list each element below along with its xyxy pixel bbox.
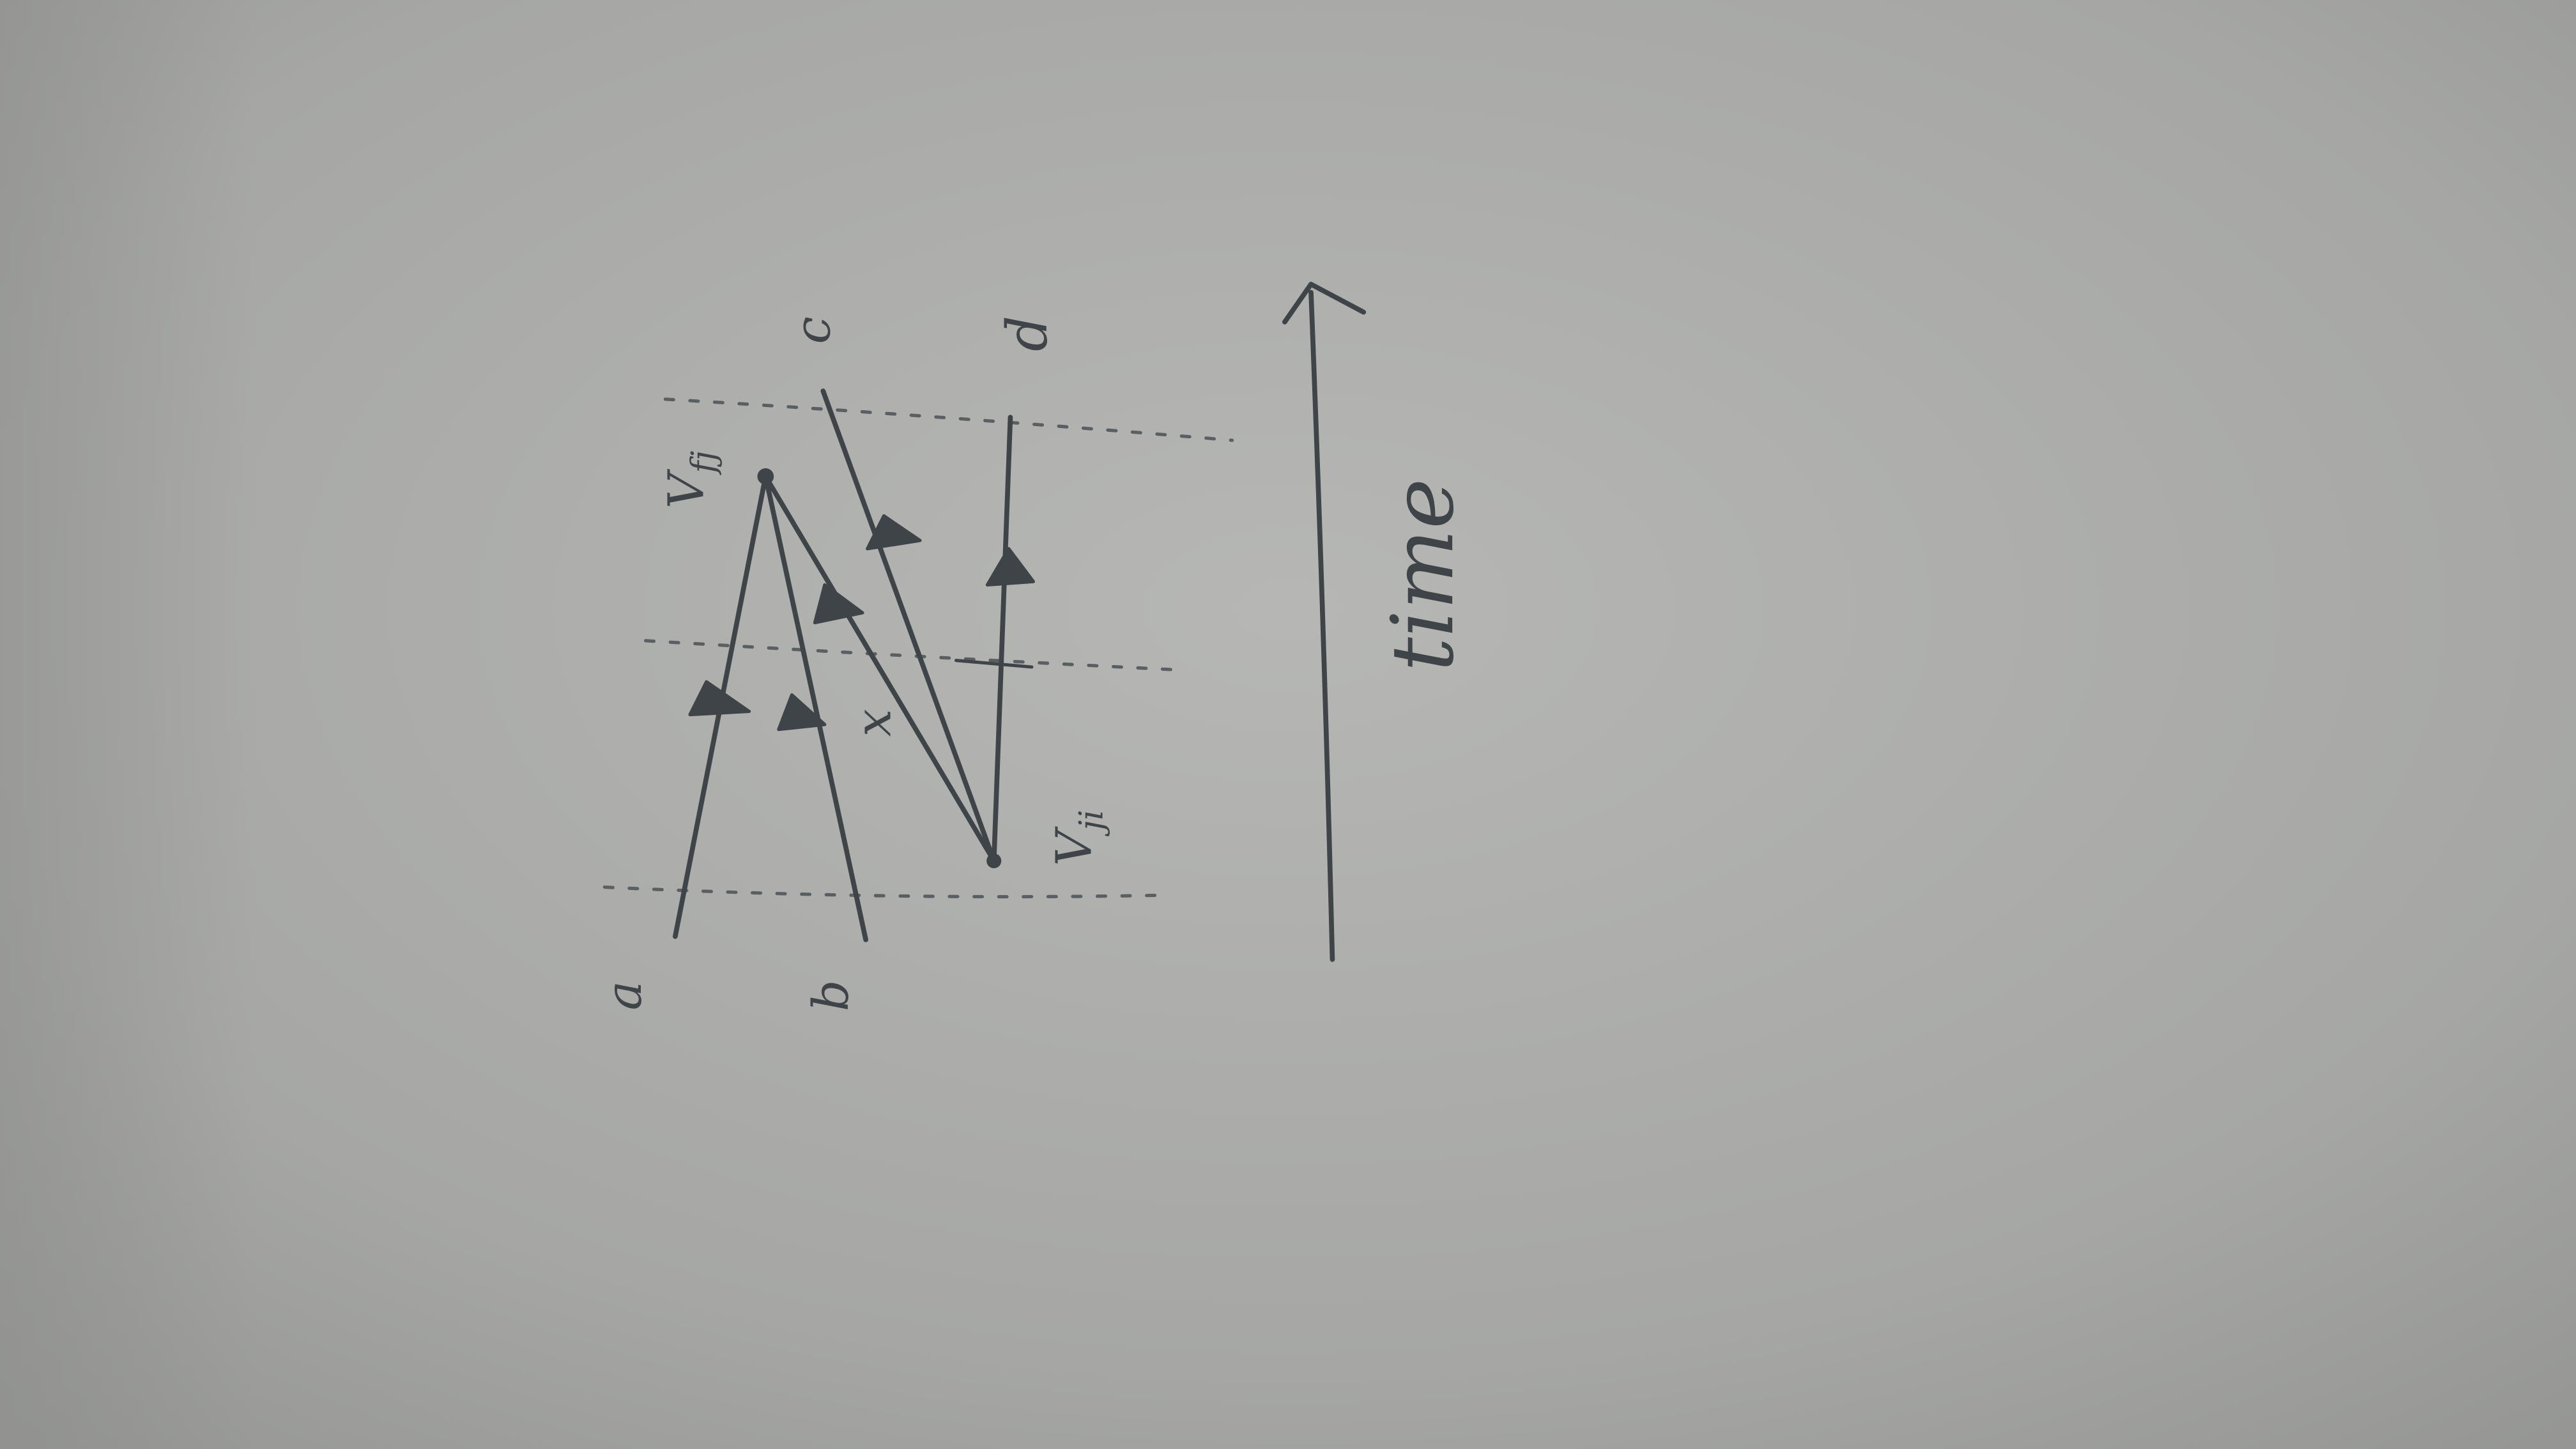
time-axis: [1282, 282, 1367, 962]
line-internal-x: [763, 473, 997, 864]
internal-line-label-text: x: [845, 709, 903, 737]
line-label-c: c: [785, 316, 842, 344]
arrowheads: [688, 514, 1036, 732]
line-label-d-text: d: [995, 316, 1060, 351]
arrow-on-a: [688, 680, 751, 717]
vertex-label-top-subscript: fj: [685, 450, 723, 475]
arrow-on-b: [777, 693, 827, 732]
stray-stroke: [954, 659, 1034, 669]
time-axis-label: time: [1373, 479, 1473, 671]
line-b: [763, 473, 869, 942]
line-c: [820, 388, 997, 864]
line-label-d: d: [995, 316, 1060, 351]
vertex-bottom-dot: [986, 853, 1002, 868]
time-axis-line: [1308, 289, 1335, 962]
line-label-a-text: a: [595, 981, 653, 1010]
vertex-label-top-text: Vfj: [658, 450, 723, 509]
line-label-c-text: c: [785, 316, 842, 344]
time-axis-label-text: time: [1373, 479, 1473, 671]
line-label-b-text: b: [802, 980, 860, 1011]
internal-line-label: x: [845, 709, 903, 737]
vertex-label-top-letter: V: [658, 468, 716, 509]
vertex-label-bottom-letter: V: [1045, 825, 1103, 866]
guide-line-top: [663, 397, 1234, 442]
line-label-b: b: [802, 980, 860, 1011]
line-d: [991, 415, 1013, 864]
worldlines: [673, 388, 1034, 942]
vertex-label-top: Vfj: [658, 450, 723, 509]
arrow-on-c: [866, 514, 922, 551]
arrow-on-x: [813, 583, 864, 625]
arrow-on-d: [985, 547, 1036, 586]
vertex-top-dot: [757, 468, 774, 485]
line-label-a: a: [595, 981, 653, 1010]
time-arrow-head-icon: [1282, 282, 1367, 325]
